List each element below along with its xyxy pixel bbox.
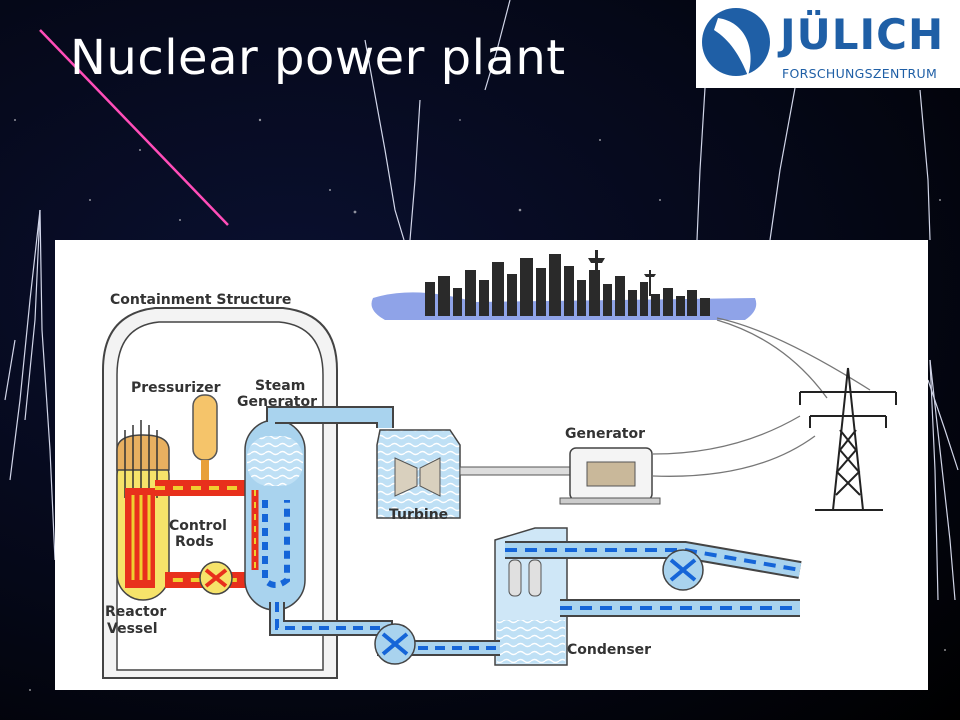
condenser	[494, 527, 568, 666]
nuclear-plant-diagram: Containment Structure Pressurizer Steam …	[55, 240, 928, 690]
cooling-water-loop	[505, 541, 802, 617]
transmission-tower	[799, 367, 897, 511]
turbine	[376, 429, 461, 519]
label-reactor-vessel-2: Vessel	[107, 621, 158, 637]
julich-logo: JÜLICH FORSCHUNGSZENTRUM	[696, 0, 960, 88]
label-control-rods-2: Rods	[175, 534, 214, 550]
label-condenser: Condenser	[567, 642, 651, 658]
slide-title: Nuclear power plant	[70, 30, 566, 86]
label-pressurizer: Pressurizer	[131, 380, 221, 396]
power-lines	[652, 317, 871, 477]
julich-logo-icon	[702, 8, 770, 76]
logo-wordmark: JÜLICH	[780, 10, 945, 59]
label-generator: Generator	[565, 426, 645, 442]
logo-subtitle: FORSCHUNGSZENTRUM	[782, 66, 938, 81]
city-skyline	[371, 250, 757, 320]
label-steam-generator-1: Steam	[255, 378, 305, 394]
label-control-rods-1: Control	[169, 518, 227, 534]
generator	[559, 447, 661, 505]
label-steam-generator-2: Generator	[237, 394, 317, 410]
label-turbine: Turbine	[389, 507, 448, 523]
pressurizer-tank	[192, 394, 218, 461]
label-reactor-vessel-1: Reactor	[105, 604, 166, 620]
steam-generator	[244, 419, 306, 611]
label-containment: Containment Structure	[110, 292, 291, 308]
feedwater-pipe	[269, 602, 500, 665]
